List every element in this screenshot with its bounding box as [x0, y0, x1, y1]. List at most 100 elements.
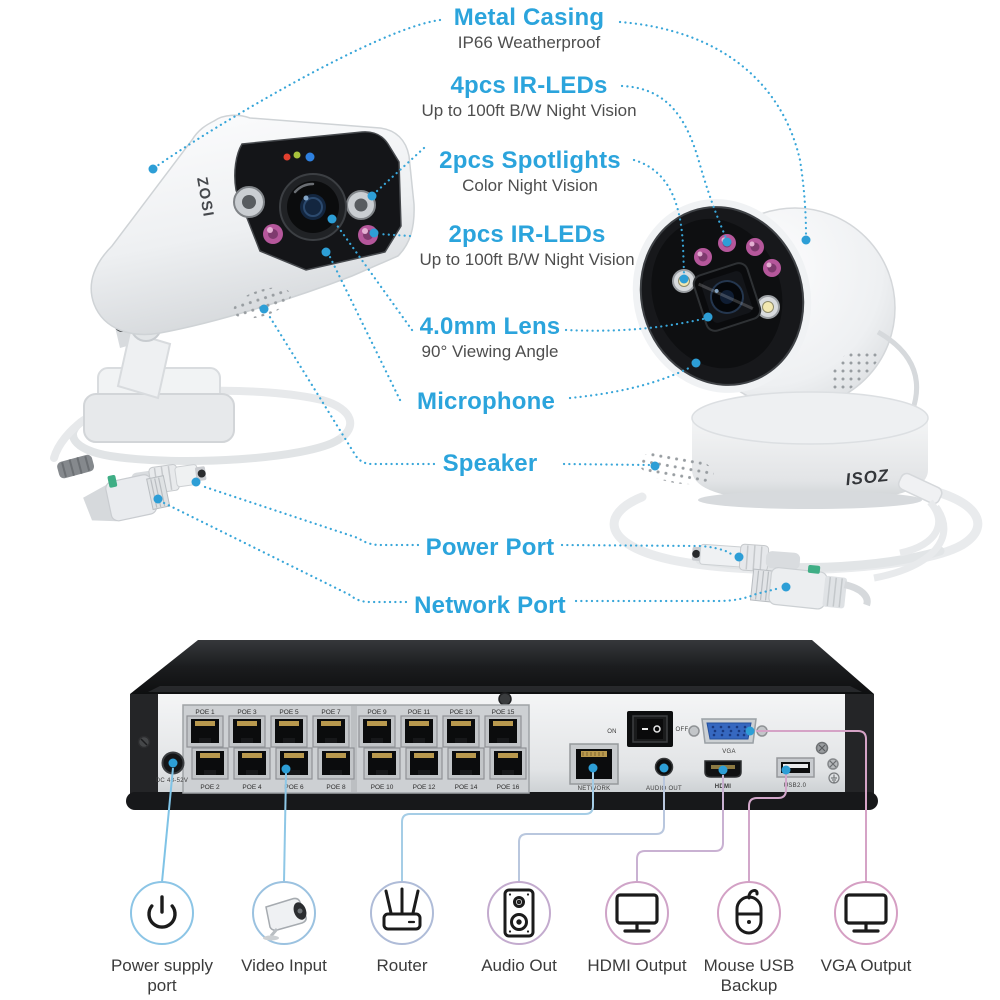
legend-circle [834, 881, 898, 945]
poe-rj45-port [312, 715, 350, 748]
legend-connector-lines [161, 730, 867, 883]
poe-rj45-port [363, 747, 401, 780]
bullet-ir-leds [263, 224, 378, 245]
poe-label: POE 2 [200, 784, 220, 791]
dome-base-grille [638, 451, 714, 485]
bullet-camera-icon [263, 897, 307, 941]
monitor-icon [615, 893, 659, 933]
poe-rj45-port [228, 715, 266, 748]
feature-subtitle: Up to 100ft B/W Night Vision [419, 250, 635, 269]
legend-label-hdmi-output: HDMI Output [587, 956, 687, 975]
poe-label: POE 7 [321, 709, 341, 716]
dome-logo: ISOZ [845, 466, 890, 489]
poe-label: POE 11 [408, 709, 431, 716]
mouse-icon [735, 889, 763, 935]
poe-label: POE 12 [413, 784, 436, 791]
poe-rj45-port [358, 715, 396, 748]
feature-title: 2pcs Spotlights [439, 147, 621, 174]
poe-label: POE 14 [455, 784, 478, 791]
speaker-box-icon [503, 888, 535, 938]
feature-label-2pcs-spotlights: 2pcs Spotlights Color Night Vision [439, 148, 621, 196]
nvr-top [130, 640, 874, 694]
feature-leader-lines [155, 18, 808, 604]
bullet-network-connector [83, 474, 171, 522]
legend-circle [605, 881, 669, 945]
feature-subtitle: Up to 100ft B/W Night Vision [421, 101, 637, 120]
poe-rj45-port [317, 747, 355, 780]
legend-label-video-input: Video Input [241, 956, 327, 975]
legend-label-audio-out: Audio Out [481, 956, 557, 975]
switch-on-label: ON [607, 729, 617, 735]
feature-label-speaker: Speaker [443, 451, 538, 476]
poe-rj45-port [191, 747, 229, 780]
poe-rj45-port [270, 715, 308, 748]
feature-label-4pcs-ir-leds: 4pcs IR-LEDs Up to 100ft B/W Night Visio… [421, 73, 636, 121]
legend-label-vga-output: VGA Output [820, 956, 912, 975]
feature-subtitle: IP66 Weatherproof [457, 33, 601, 52]
dome-base: ISOZ [638, 391, 929, 509]
poe-label: POE 16 [497, 784, 520, 791]
poe-rj45-port [233, 747, 271, 780]
router-icon [382, 887, 422, 931]
feature-title: Metal Casing [453, 4, 605, 31]
bullet-speaker-grille [233, 287, 291, 319]
dome-power-connector [691, 543, 801, 573]
nvr-right-cap [845, 694, 874, 794]
feature-title: Microphone [417, 388, 555, 415]
feature-label-lens: 4.0mm Lens 90° Viewing Angle [420, 314, 561, 362]
poe-rj45-port [484, 715, 522, 748]
poe-label: POE 13 [450, 709, 473, 716]
poe-rj45-port [447, 747, 485, 780]
poe-label: POE 6 [284, 784, 304, 791]
dome-camera: ISOZ [609, 199, 983, 610]
bullet-lens [279, 173, 347, 241]
poe-rj45-port [405, 747, 443, 780]
power-icon [147, 895, 177, 929]
dome-ir-leds [694, 234, 781, 277]
feature-label-power-port: Power Port [426, 535, 555, 560]
poe-rj45-port [489, 747, 527, 780]
feature-subtitle: Color Night Vision [462, 176, 598, 195]
ground-symbol [828, 772, 840, 784]
vga-port-label: VGA [722, 749, 736, 755]
feature-label-microphone: Microphone [417, 389, 555, 414]
feature-label-2pcs-ir-leds: 2pcs IR-LEDs Up to 100ft B/W Night Visio… [419, 222, 634, 270]
bullet-mount-arm [116, 330, 172, 400]
poe-label: POE 4 [242, 784, 262, 791]
poe-rj45-port [442, 715, 480, 748]
poe-rj45-port [186, 715, 224, 748]
feature-title: Network Port [414, 592, 566, 619]
feature-title: Speaker [442, 450, 538, 477]
feature-title: Power Port [425, 534, 555, 561]
switch-off-label: OFF [676, 727, 689, 733]
poe-port-bank: POE 1 POE 3 POE 5 POE 7 POE 9 POE 11 POE… [182, 704, 530, 794]
poe-label: POE 10 [371, 784, 394, 791]
feature-subtitle: 90° Viewing Angle [421, 342, 559, 361]
vga-port: VGA [688, 718, 768, 755]
legend-label-power-supply: Power supply port [110, 956, 214, 995]
legend-label-mouse-usb: Mouse USB Backup [703, 956, 795, 995]
feature-title: 2pcs IR-LEDs [448, 221, 606, 248]
legend-label-router: Router [376, 956, 428, 975]
nvr-bottom-bar [126, 792, 878, 810]
poe-label: POE 8 [326, 784, 346, 791]
poe-label: POE 1 [195, 709, 215, 716]
poe-label: POE 9 [367, 709, 387, 716]
bullet-status-leds [283, 151, 315, 162]
feature-title: 4pcs IR-LEDs [450, 72, 608, 99]
usb-port-label: USB2.0 [784, 783, 807, 789]
feature-callout-dots [148, 164, 811, 592]
feature-label-metal-casing: Metal Casing IP66 Weatherproof [454, 5, 604, 53]
poe-label: POE 15 [492, 709, 515, 716]
poe-label: POE 5 [279, 709, 299, 716]
bullet-camera: ZOSI [50, 114, 415, 522]
nvr: POE 1 POE 3 POE 5 POE 7 POE 9 POE 11 POE… [126, 640, 878, 810]
poe-rj45-port [400, 715, 438, 748]
monitor-icon [844, 893, 888, 933]
poe-label: POE 3 [237, 709, 257, 716]
legend-icons [130, 881, 898, 945]
feature-label-network-port: Network Port [414, 593, 566, 618]
power-switch: ON OFF [607, 711, 688, 747]
